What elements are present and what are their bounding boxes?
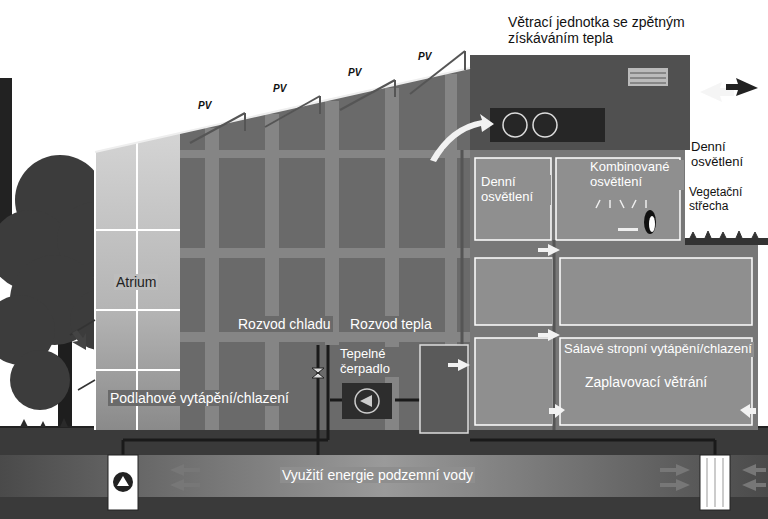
pv-label: PV — [273, 83, 286, 95]
ceiling-label: Sálavé stropní vytápění/chlazení — [562, 342, 754, 357]
lighting-label: Kombinované osvětlení — [588, 160, 684, 190]
pv-label: PV — [198, 100, 211, 112]
groundwater-label: Využití energie podzemní vody — [280, 467, 475, 483]
pv-label: PV — [418, 51, 431, 63]
unit-label: Větrací jednotka se zpětným získáváním t… — [508, 14, 688, 46]
atrium-label: Atrium — [114, 274, 158, 290]
daylight-label: Denní osvětlení — [479, 175, 551, 205]
green-roof-label: Vegetační střecha — [689, 186, 763, 214]
pipe-label: Rozvod chladu — [236, 316, 333, 332]
heat-pump-label: Tepelné čerpadlo — [338, 347, 406, 377]
floor-heating-label: Podlahové vytápění/chlazení — [108, 390, 291, 406]
ventilation-label: Zaplavovací větrání — [583, 374, 709, 390]
pv-label: PV — [348, 67, 361, 79]
daylight-label: Denní osvětlení — [691, 140, 763, 170]
pipe-label: Rozvod tepla — [348, 316, 434, 332]
